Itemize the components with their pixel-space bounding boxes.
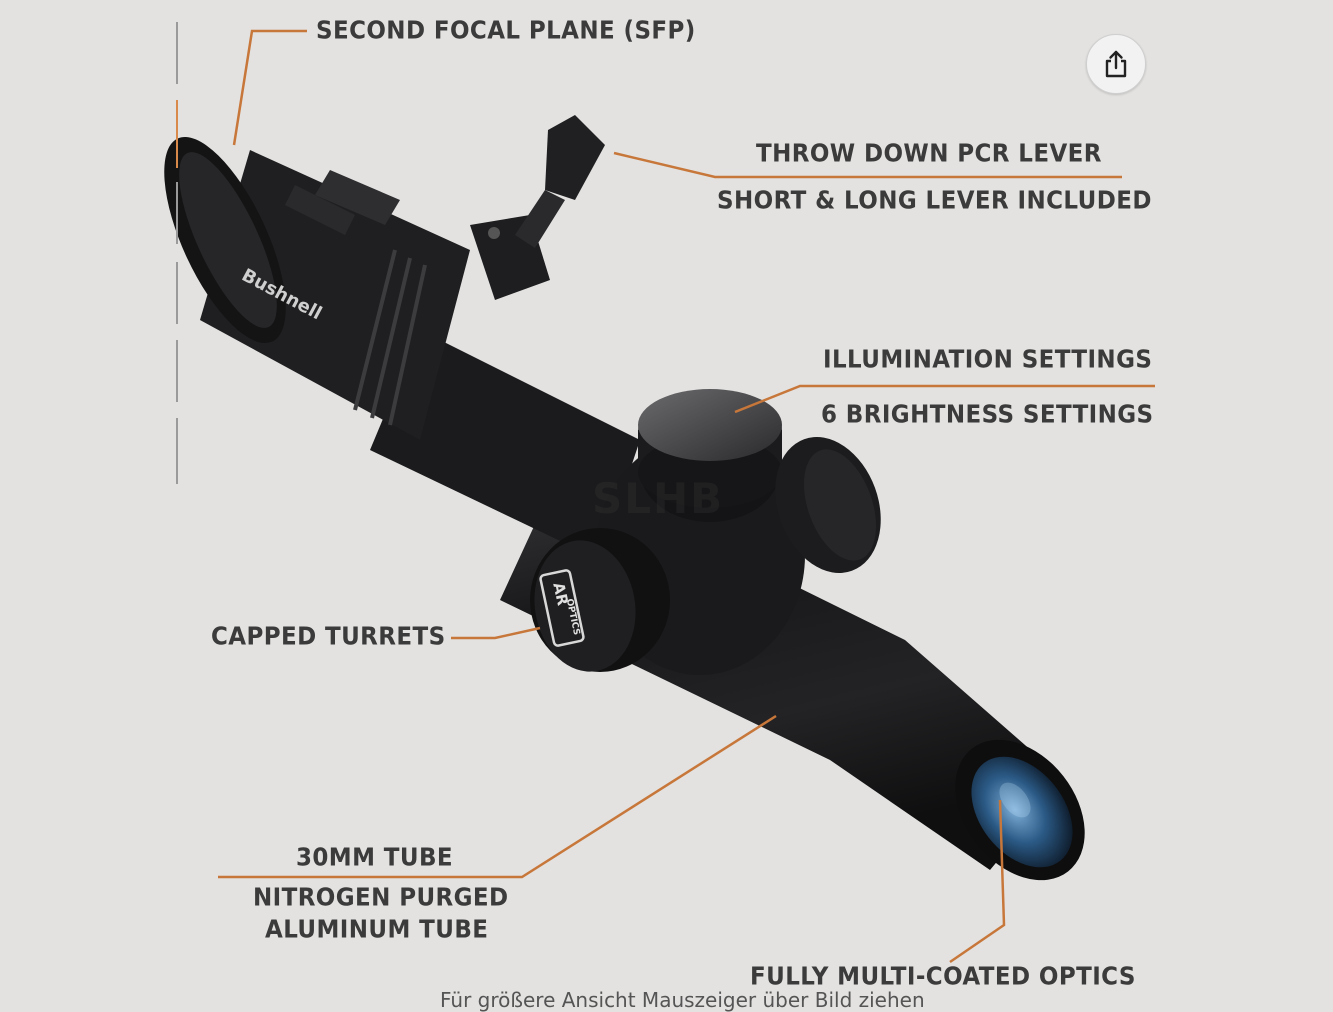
label-tube-sub2: ALUMINUM TUBE bbox=[265, 915, 489, 945]
throw-lever bbox=[470, 115, 605, 300]
image-caption: Für größere Ansicht Mauszeiger über Bild… bbox=[440, 988, 925, 1012]
side-turret bbox=[775, 437, 881, 573]
label-optics: FULLY MULTI-COATED OPTICS bbox=[750, 962, 1136, 992]
label-tube-sub1: NITROGEN PURGED bbox=[253, 883, 509, 913]
callout-lines bbox=[218, 29, 1155, 964]
share-button[interactable] bbox=[1086, 34, 1146, 94]
label-illumination-title: ILLUMINATION SETTINGS bbox=[823, 345, 1153, 375]
label-illumination-sub: 6 BRIGHTNESS SETTINGS bbox=[821, 400, 1154, 430]
label-sfp: SECOND FOCAL PLANE (SFP) bbox=[316, 16, 696, 46]
thumbnail-strip[interactable] bbox=[176, 22, 180, 487]
label-tube-title: 30MM TUBE bbox=[296, 843, 453, 873]
label-capped-turrets: CAPPED TURRETS bbox=[211, 622, 446, 652]
watermark: SLHB bbox=[592, 474, 725, 523]
label-lever-sub: SHORT & LONG LEVER INCLUDED bbox=[717, 186, 1152, 216]
illumination-turret bbox=[638, 389, 782, 522]
share-icon bbox=[1105, 50, 1127, 78]
capped-turret bbox=[530, 528, 670, 672]
label-lever-title: THROW DOWN PCR LEVER bbox=[756, 139, 1102, 169]
